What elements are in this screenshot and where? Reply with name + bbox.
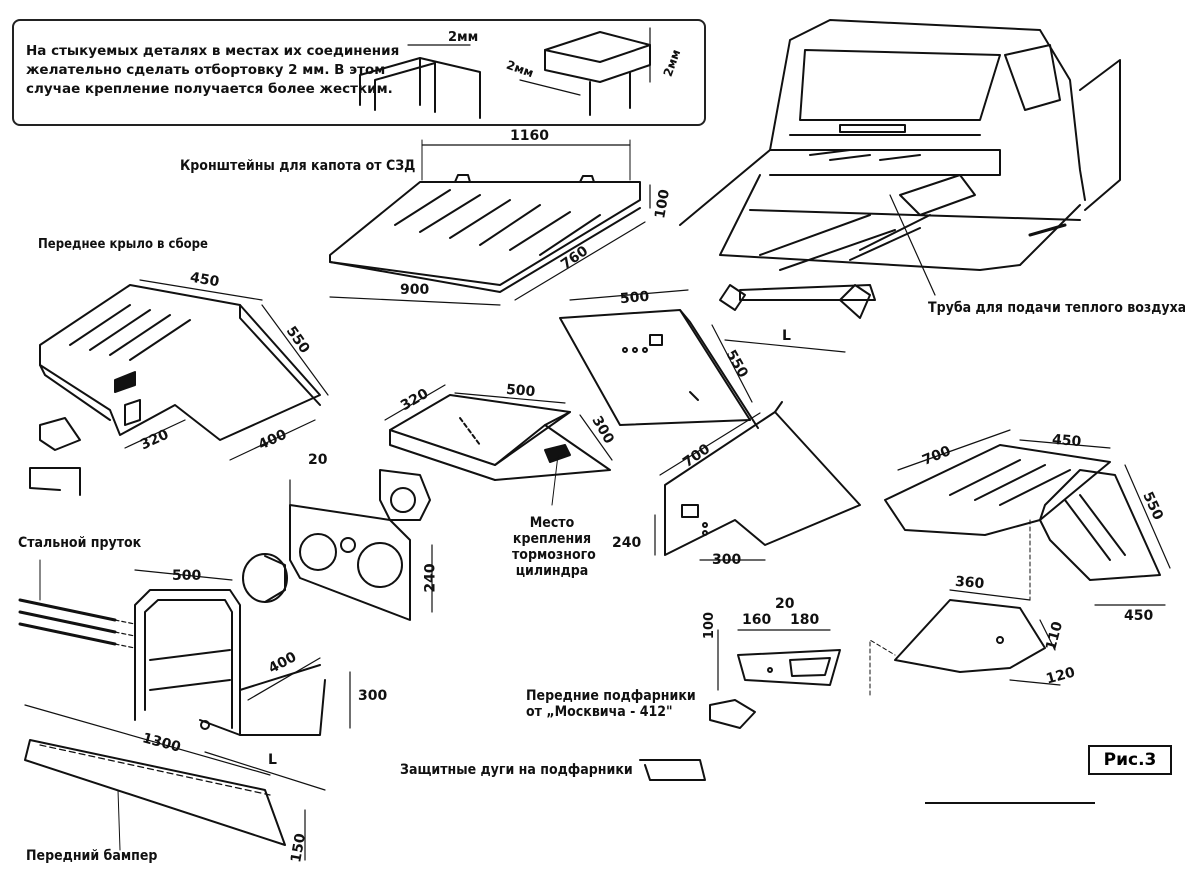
label-guard-arcs: Защитные дуги на подфарники (400, 762, 633, 778)
label-front-lights-1: Передние подфарники (526, 688, 696, 704)
dim-side-240: 240 (612, 535, 642, 551)
label-front-lights-2: от „Москвича - 412" (526, 704, 673, 721)
side-panel-drawing (559, 289, 759, 429)
divider-line (925, 802, 1095, 804)
steel-rods-drawing (18, 559, 136, 649)
dim-lamp-100: 100 (702, 611, 718, 640)
label-front-fender: Переднее крыло в сборе (38, 237, 208, 252)
front-fender-drawing (39, 279, 329, 461)
dim-step-360: 360 (954, 573, 985, 593)
step-drawing (869, 589, 1061, 696)
parking-lamp-assembly-drawing (639, 629, 841, 781)
dim-hood-front: 900 (400, 282, 430, 298)
brake-tray-drawing (384, 384, 613, 506)
rear-fender-drawing (884, 429, 1171, 606)
cowl-side-drawing (654, 401, 861, 561)
headlight-drawing (242, 553, 288, 603)
dim-side-300: 300 (712, 552, 742, 568)
grille-drawing (289, 469, 433, 621)
dim-rfender-450: 450 (1051, 431, 1082, 451)
label-steel-rod: Стальной пруток (18, 535, 142, 551)
body-shell-drawing (679, 19, 1121, 353)
note-line-3: случае крепление получается более жестки… (26, 81, 393, 97)
label-brake-mount-4: цилиндра (515, 563, 589, 580)
dim-lamp-20: 20 (775, 596, 795, 612)
label-brake-mount-2: крепления (512, 531, 592, 548)
dim-tray-500: 500 (505, 381, 536, 401)
dim-bracket-500: 500 (172, 568, 202, 584)
note-line-1: На стыкуемых деталях в местах их соедине… (26, 43, 400, 59)
dim-panel-top: 500 (619, 288, 650, 308)
figure-number: Рис.3 (1088, 745, 1172, 775)
hood-drawing (329, 139, 651, 306)
note-text: На стыкуемых деталях в местах их соедине… (26, 42, 399, 99)
label-brake-mount-1: Место (529, 515, 575, 531)
dim-grille-20: 20 (308, 452, 328, 468)
note-line-2: желательно сделать отбортовку 2 мм. В эт… (26, 62, 386, 78)
dim-bracket-300: 300 (358, 688, 388, 704)
dim-rfender-450b: 450 (1124, 608, 1154, 624)
dim-frame-L: L (782, 328, 791, 344)
note-dim-1: 2мм (448, 30, 479, 45)
left-lamp-drawing (29, 417, 81, 496)
label-brake-mount: Место крепления тормозного цилиндра (512, 515, 596, 580)
dim-grille-240: 240 (422, 563, 439, 593)
flange-sketch-1 (359, 44, 481, 119)
dim-lamp-180: 180 (790, 612, 820, 628)
label-front-bumper: Передний бампер (26, 848, 158, 864)
dim-bracket-L: L (268, 752, 277, 768)
label-front-lights: Передние подфарники от „Москвича - 412" (526, 688, 696, 720)
front-bumper-drawing (24, 704, 306, 861)
label-hood-brackets: Кронштейны для капота от СЗД (180, 158, 416, 174)
label-warm-air-pipe: Труба для подачи теплого воздуха (928, 300, 1185, 316)
flange-sketch-2 (519, 27, 651, 116)
note-box (12, 19, 706, 126)
dim-hood-width: 1160 (510, 128, 549, 144)
label-brake-mount-3: тормозного (512, 547, 596, 564)
dim-lamp-160: 160 (742, 612, 772, 628)
bumper-bracket-drawing (134, 569, 351, 791)
